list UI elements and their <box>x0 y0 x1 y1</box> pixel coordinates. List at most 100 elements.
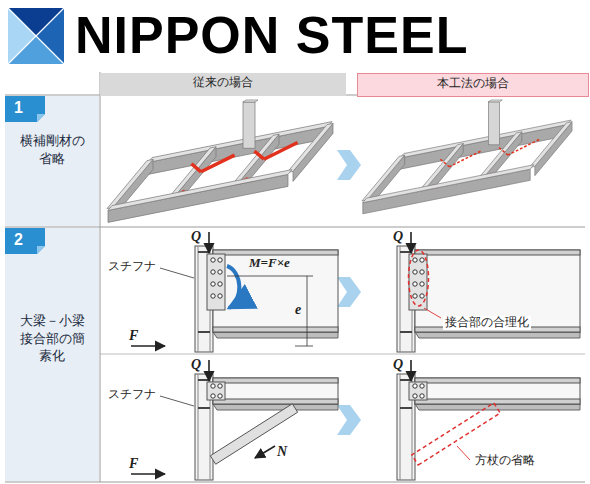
symbol-label: Q <box>191 357 201 373</box>
tab-fill <box>5 228 45 254</box>
text: 大梁－小梁接合部の簡素化 <box>17 312 87 365</box>
tab-shape <box>5 228 45 254</box>
leader-line <box>160 396 194 406</box>
brace-member <box>201 155 235 172</box>
beam-side <box>293 123 333 181</box>
symbol-label: M=F×e <box>249 256 290 271</box>
shear-plate <box>207 382 225 400</box>
knee-brace <box>210 404 297 464</box>
beam-underside <box>213 332 338 338</box>
bolt <box>413 294 417 298</box>
column-top <box>488 100 502 102</box>
connection-detail <box>131 232 338 352</box>
table-line <box>100 72 101 482</box>
stiffener <box>198 331 210 333</box>
beam-web <box>415 250 580 332</box>
text: 1 <box>14 99 45 117</box>
bolt <box>218 294 222 298</box>
bolt <box>211 394 215 398</box>
stiffener <box>400 331 412 333</box>
beam-flange <box>415 378 580 383</box>
stiffener <box>198 379 210 381</box>
transition-arrow <box>337 405 361 435</box>
beam-top <box>363 165 534 203</box>
bolt <box>218 282 222 286</box>
stiffener <box>198 251 210 253</box>
bolt <box>413 282 417 286</box>
text: 2 <box>14 231 45 249</box>
brace-member <box>449 151 480 167</box>
force-arrow <box>131 473 165 475</box>
bolt <box>413 394 417 398</box>
part-label: 接合部の合理化 <box>443 316 531 330</box>
brace-member <box>254 151 264 159</box>
row-title: 大梁－小梁接合部の簡素化 <box>5 312 99 365</box>
beam-flange <box>415 399 580 404</box>
column-flange <box>198 374 199 480</box>
beam-top <box>529 122 572 168</box>
text: 本工法の場合 <box>358 74 588 93</box>
beam-web <box>415 378 580 404</box>
beam-flange <box>213 399 338 404</box>
bolt <box>211 270 215 274</box>
leader-line <box>457 446 470 460</box>
bolt <box>218 384 222 388</box>
shear-plate <box>409 382 427 400</box>
text: 横補剛材の省略 <box>17 132 87 167</box>
column-header: 従来の場合 <box>100 73 346 96</box>
logo-icon <box>8 8 64 64</box>
column-flange <box>400 246 401 352</box>
bolt <box>211 294 215 298</box>
bolt <box>413 258 417 262</box>
symbol-label: e <box>295 302 301 318</box>
beam-web <box>213 250 338 332</box>
bolt <box>413 270 417 274</box>
symbol-label: Q <box>393 229 403 245</box>
bolt <box>211 384 215 388</box>
stiffener <box>198 407 210 409</box>
beam-side <box>108 174 288 222</box>
connection-detail <box>131 360 338 480</box>
bolt <box>420 394 424 398</box>
row-label: 大梁－小梁接合部の簡素化 2 <box>5 228 99 481</box>
row-title: 横補剛材の省略 <box>5 132 99 167</box>
connection-detail <box>397 360 580 480</box>
bolt <box>218 394 222 398</box>
bolt <box>420 294 424 298</box>
load-arrow <box>410 232 412 253</box>
row-number-tab: 2 <box>5 228 45 254</box>
brace-member <box>264 142 298 159</box>
row-label: 横補剛材の省略 1 <box>5 96 99 226</box>
beam-side <box>535 122 572 176</box>
symbol-label: Q <box>393 357 403 373</box>
brace-member <box>191 164 201 172</box>
bolt <box>420 282 424 286</box>
beam-flange <box>213 327 338 332</box>
tab-fold <box>37 246 45 254</box>
table-line <box>100 354 585 355</box>
stiffener <box>400 407 412 409</box>
column-flange <box>198 246 199 352</box>
text: 従来の場合 <box>100 73 346 92</box>
connection-detail <box>397 232 580 352</box>
force-arrow <box>131 345 165 347</box>
load-arrow <box>410 360 412 381</box>
dimension-line <box>307 276 308 346</box>
column-flange <box>400 374 401 480</box>
bolt <box>218 258 222 262</box>
part-label: スチフナ <box>108 260 156 274</box>
beam-flange <box>415 250 580 255</box>
beam-grid <box>107 100 333 222</box>
bolt <box>420 384 424 388</box>
tab-fill <box>5 96 45 122</box>
moment-arrow <box>227 266 239 308</box>
row-number: 2 <box>5 228 45 249</box>
brace-member <box>440 159 449 167</box>
logo-triangle <box>8 8 36 64</box>
beam-top <box>287 123 333 172</box>
beam-web <box>213 378 338 404</box>
beam-underside <box>213 404 338 410</box>
beam-side <box>363 169 530 214</box>
beam-flange <box>213 378 338 383</box>
